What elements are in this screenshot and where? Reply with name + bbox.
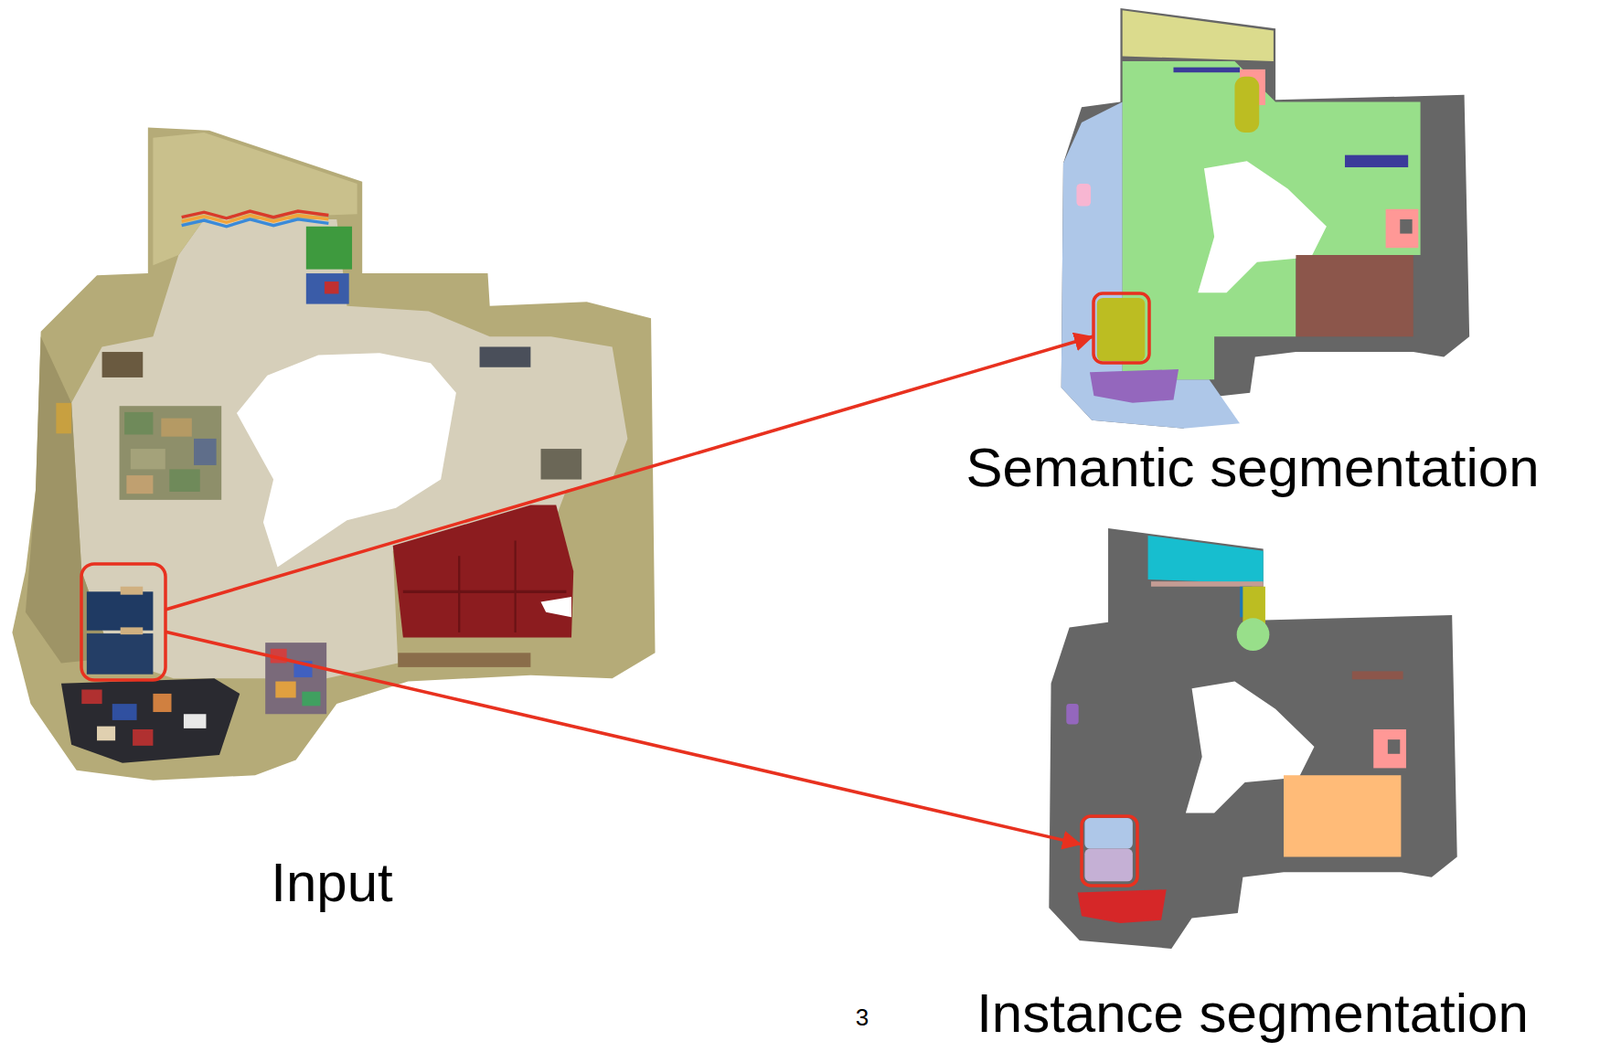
anchor-area <box>81 564 166 681</box>
highlight-box <box>1093 293 1150 363</box>
instance-scene <box>1048 528 1457 950</box>
panel-caption: Instance segmentation <box>976 981 1529 1046</box>
input-scene <box>11 128 655 781</box>
panel-caption: Semantic segmentation <box>965 436 1539 500</box>
semantic-scene <box>1061 8 1470 429</box>
highlight-arrow <box>165 336 1094 610</box>
highlight-arrow <box>165 631 1082 845</box>
image-panel: Semantic segmentation <box>1061 5 1470 429</box>
panel-caption: Input <box>270 851 393 915</box>
anchor-area <box>1081 816 1138 886</box>
image-panel: Instance segmentation <box>1040 515 1475 975</box>
image-panel: Input <box>10 122 674 786</box>
highlight-box <box>81 564 166 681</box>
page-number: 3 <box>855 1004 869 1033</box>
anchor-area <box>1093 293 1150 363</box>
highlight-box <box>1081 816 1138 886</box>
